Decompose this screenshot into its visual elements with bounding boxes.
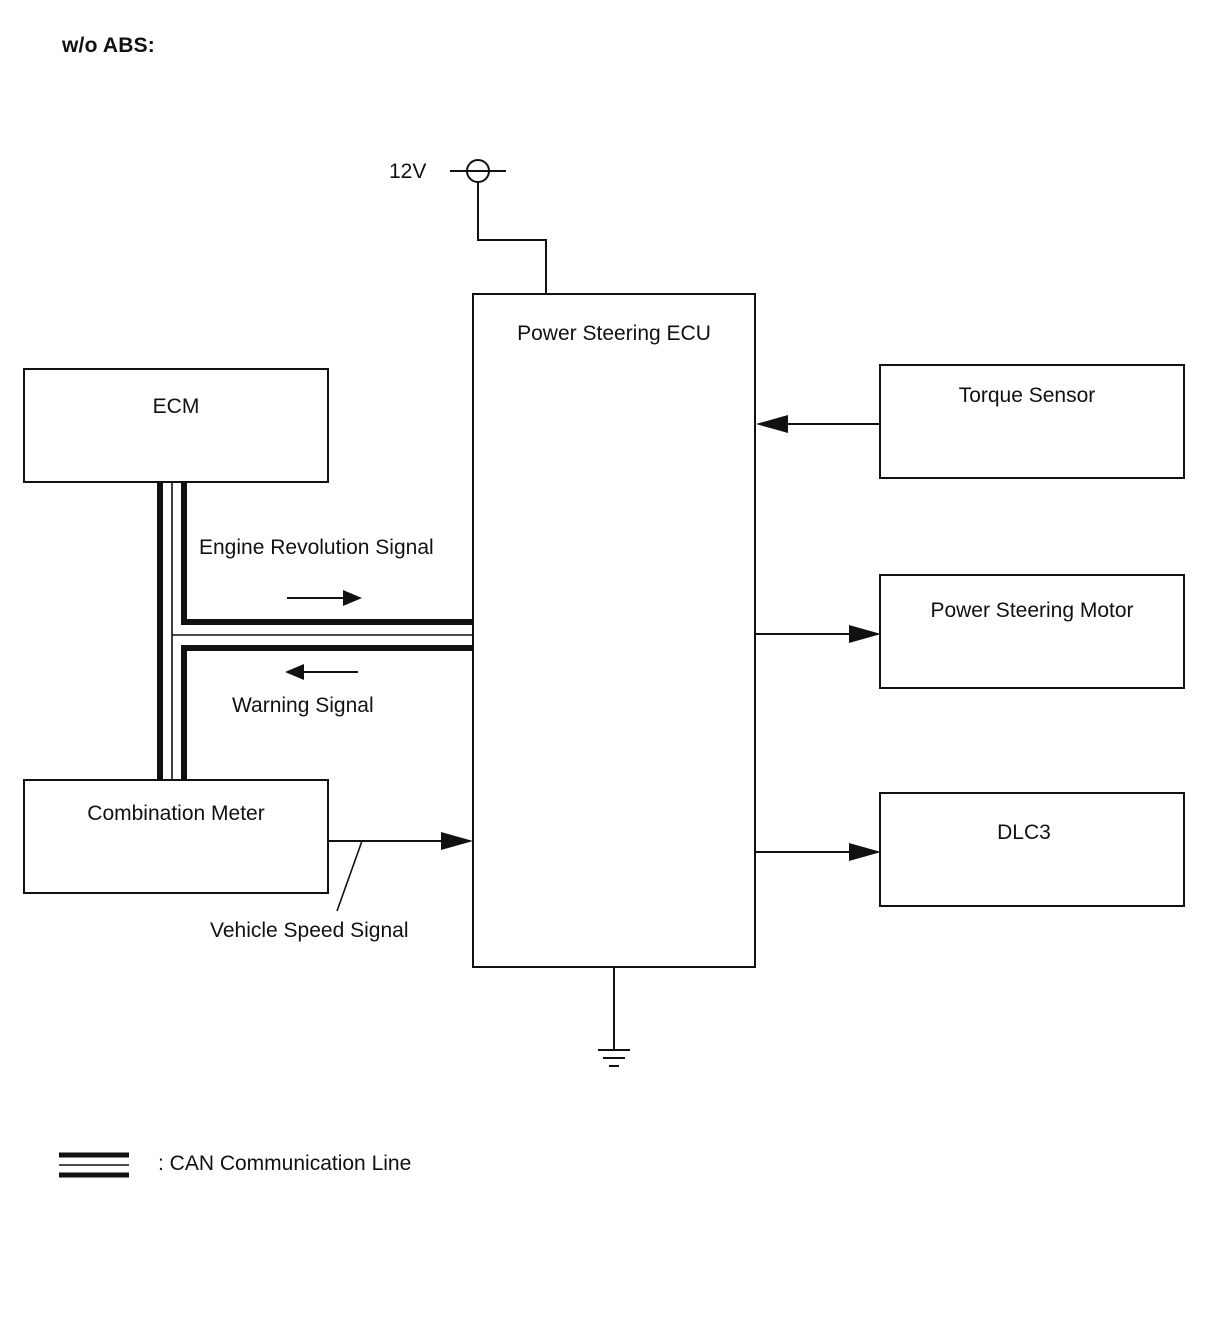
motor-signal-arrow bbox=[756, 625, 881, 643]
engine-revolution-arrow bbox=[287, 590, 362, 606]
power-wire bbox=[477, 182, 547, 295]
dlc3-label: DLC3 bbox=[997, 821, 1051, 844]
power-steering-ecu-label: Power Steering ECU bbox=[517, 322, 711, 345]
can-bus-lines bbox=[157, 482, 473, 781]
combination-meter-label: Combination Meter bbox=[87, 802, 265, 825]
torque-sensor-label: Torque Sensor bbox=[958, 384, 1096, 407]
engine-revolution-signal-label: Engine Revolution Signal bbox=[199, 536, 434, 559]
vehicle-speed-signal-label: Vehicle Speed Signal bbox=[210, 919, 409, 942]
warning-signal-label: Warning Signal bbox=[232, 694, 374, 717]
ecm-label: ECM bbox=[152, 395, 200, 418]
can-legend-symbol bbox=[59, 1152, 129, 1178]
page-heading: w/o ABS: bbox=[62, 34, 155, 57]
power-steering-motor-box: Power Steering Motor bbox=[879, 574, 1185, 689]
torque-signal-arrow bbox=[756, 415, 881, 433]
can-legend-label: : CAN Communication Line bbox=[158, 1152, 412, 1175]
warning-signal-arrow bbox=[285, 664, 358, 680]
combination-meter-box: Combination Meter bbox=[23, 779, 329, 894]
dlc3-box: DLC3 bbox=[879, 792, 1185, 907]
power-steering-ecu-box: Power Steering ECU bbox=[472, 293, 756, 968]
vehicle-speed-arrow bbox=[328, 832, 473, 912]
ecm-box: ECM bbox=[23, 368, 329, 483]
power-steering-motor-label: Power Steering Motor bbox=[930, 599, 1134, 622]
power-supply-symbol bbox=[450, 159, 506, 183]
torque-sensor-box: Torque Sensor bbox=[879, 364, 1185, 479]
ground-symbol bbox=[598, 967, 630, 1067]
power-voltage-label: 12V bbox=[389, 160, 427, 183]
dlc3-signal-arrow bbox=[756, 843, 881, 861]
